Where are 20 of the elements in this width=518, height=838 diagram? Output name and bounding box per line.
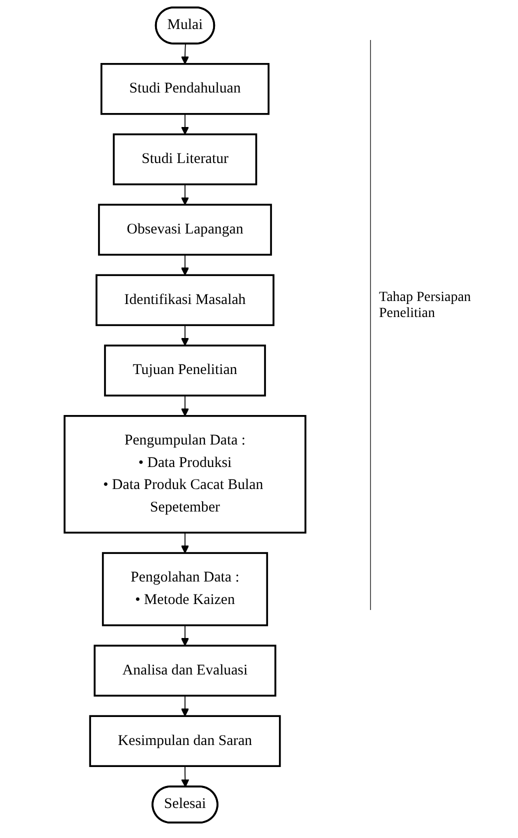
- arrow: [180, 324, 190, 346]
- bracket-label: Tahap Persiapan Penelitian: [378, 290, 472, 322]
- arrow: [181, 766, 190, 788]
- node-box: Obsevasi Lapangan: [98, 204, 272, 256]
- arrow: [180, 113, 190, 135]
- node-box: Kesimpulan dan Saran: [89, 715, 281, 768]
- arrow: [180, 395, 190, 416]
- arrow: [180, 44, 190, 64]
- arrow: [180, 624, 190, 646]
- node-box: Studi Literatur: [112, 133, 258, 186]
- arrow: [180, 695, 190, 716]
- arrow: [180, 254, 190, 276]
- node-box: Tujuan Penelitian: [104, 344, 266, 396]
- node-box: Pengumpulan Data : • Data Produksi • Data Produk Cacat Bulan Sepetember: [64, 415, 306, 534]
- arrow: [180, 532, 190, 554]
- node-box: Studi Pendahuluan: [100, 62, 270, 115]
- node-box: Pengolahan Data : • Metode Kaizen: [102, 552, 268, 626]
- node-box: Analisa dan Evaluasi: [94, 644, 276, 697]
- arrow: [180, 184, 190, 206]
- node-box: Identifikasi Masalah: [96, 274, 274, 326]
